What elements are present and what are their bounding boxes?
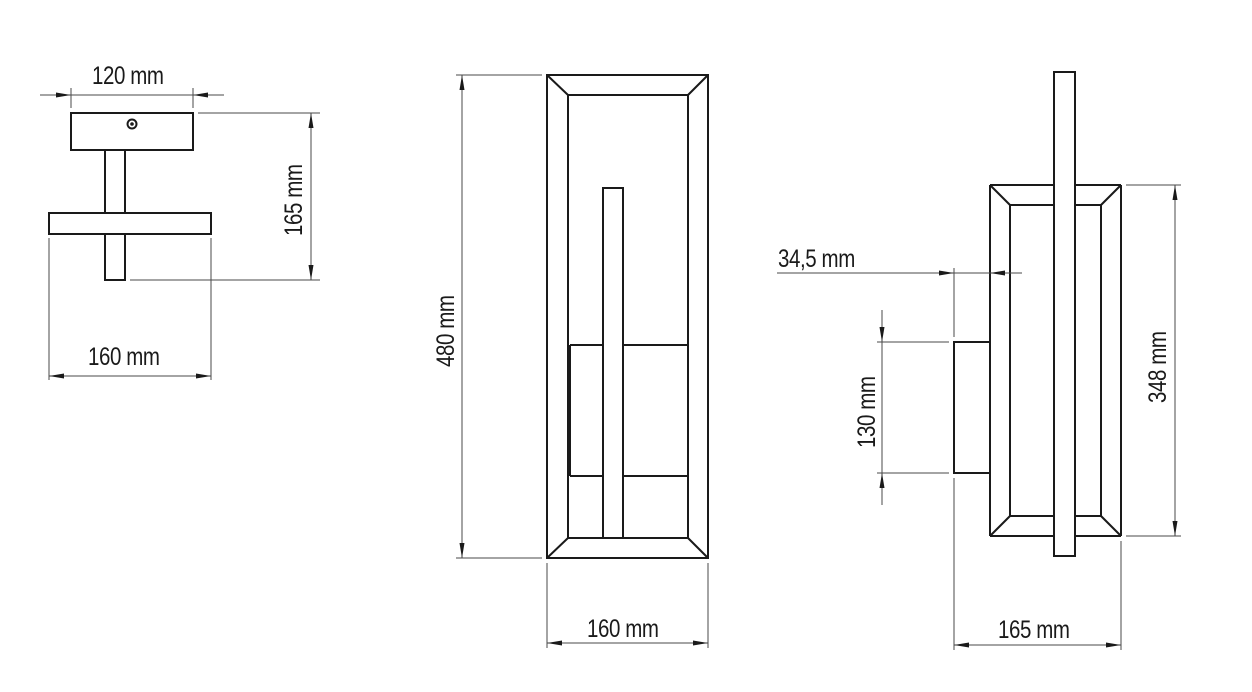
screw-center: [130, 122, 134, 126]
dim-label-front-width: 160 mm: [587, 615, 659, 643]
arm-upper: [104, 149, 126, 214]
side-canopy: [953, 341, 991, 474]
dim-label-top-depth: 165 mm: [280, 164, 308, 236]
top-view: [40, 88, 320, 380]
outer-frame: [546, 74, 709, 559]
dim-label-frame-height: 348 mm: [1144, 331, 1172, 403]
screw-icon: [126, 118, 138, 130]
dim-label-front-height: 480 mm: [432, 295, 460, 367]
side-view: [777, 71, 1181, 650]
front-view: [456, 74, 709, 648]
dim-label-canopy-width: 120 mm: [92, 62, 164, 90]
frame-plate: [48, 212, 212, 235]
light-bar: [602, 187, 624, 539]
side-light-bar: [1053, 71, 1076, 557]
dim-label-side-depth: 165 mm: [998, 616, 1070, 644]
dim-label-canopy-offset: 34,5 mm: [778, 245, 855, 273]
inner-frame: [567, 94, 689, 539]
dim-label-canopy-height: 130 mm: [853, 376, 881, 448]
arm-lower: [104, 233, 126, 281]
canopy-plate: [70, 112, 194, 151]
dim-label-top-frame-width: 160 mm: [88, 343, 160, 371]
